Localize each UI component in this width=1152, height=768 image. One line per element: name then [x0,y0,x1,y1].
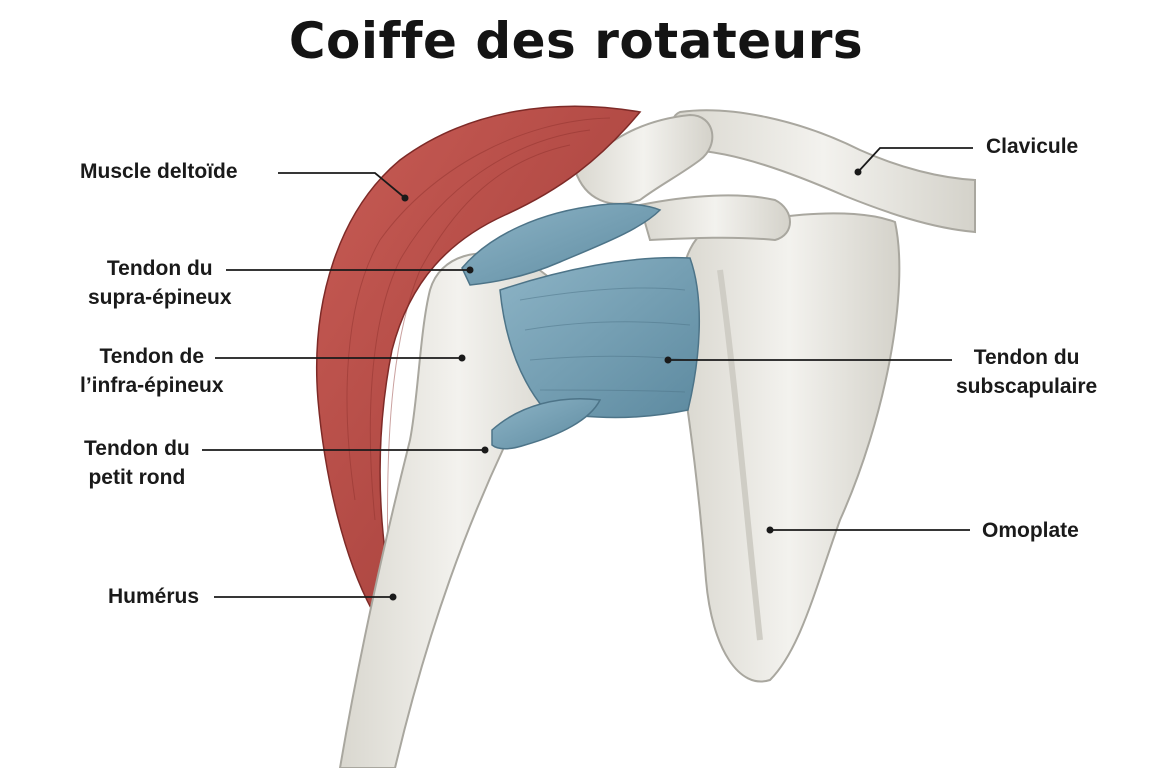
leader-dot-supraspinatus [466,266,474,274]
leader-clavicle [857,147,973,173]
scapula-shape [677,212,901,683]
subscapularis-tendon-shape [499,256,701,419]
label-scapula: Omoplate [982,519,1079,542]
label-humerus: Humérus [108,585,200,608]
deltoid-muscle-shape [315,105,642,613]
humerus-shape [338,252,579,768]
leader-deltoid [278,172,406,199]
supraspinatus-tendon-shape [461,203,662,286]
leader-dot-deltoid [401,194,409,202]
leader-dot-infraspinatus [458,354,466,362]
leader-dot-humerus [389,593,397,601]
diagram-title: Coiffe des rotateurs [288,12,864,70]
label-teres-minor: Tendon du petit rond [84,437,190,489]
leader-dot-subscapularis [664,356,672,364]
leader-dot-clavicle [854,168,862,176]
leader-dot-scapula [766,526,774,534]
leader-dot-teres-minor [481,446,489,454]
label-deltoid: Muscle deltoïde [80,160,238,183]
label-infraspinatus: Tendon de l’infra-épineux [80,345,224,397]
label-supraspinatus: Tendon du supra-épineux [88,257,232,309]
label-subscapularis: Tendon du subscapulaire [956,346,1098,398]
teres-minor-tendon-shape [491,398,602,450]
coracoid-shape [638,194,791,242]
label-clavicle: Clavicule [986,135,1079,158]
